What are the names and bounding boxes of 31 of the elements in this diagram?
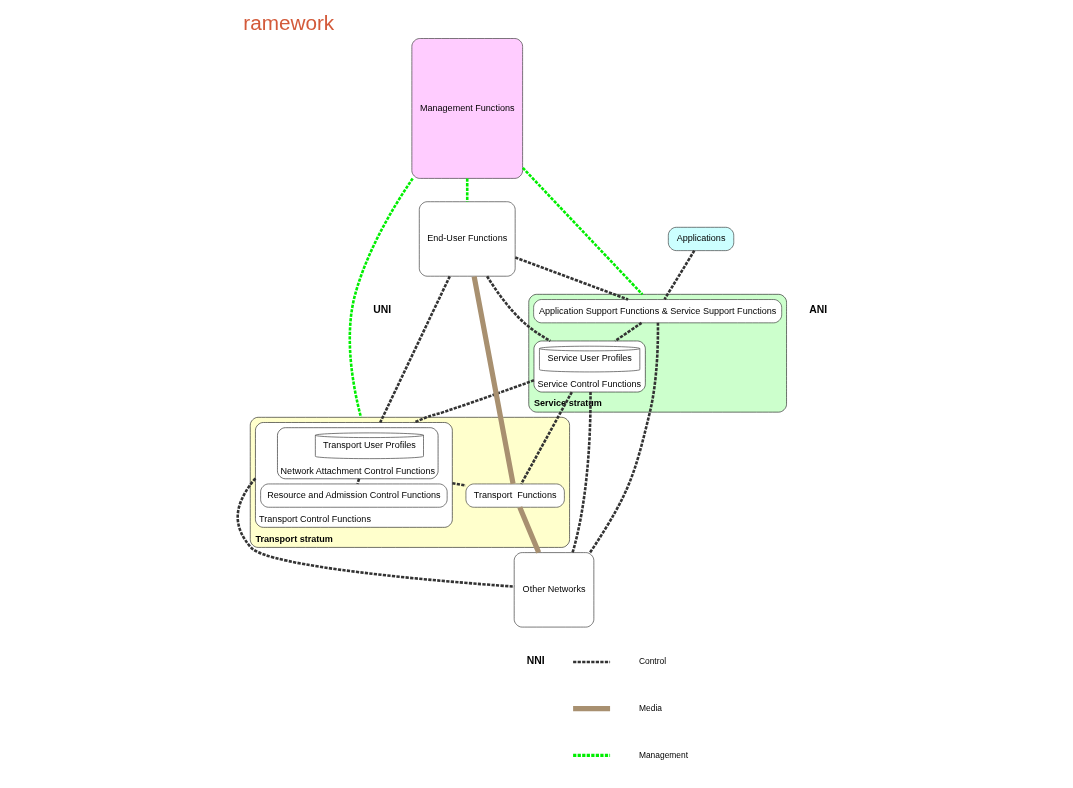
node-box: Application Support Functions & Service Support Functions: [532, 299, 782, 324]
connector: [378, 275, 451, 424]
node-box: Other Networks: [513, 552, 594, 628]
node-box: Management Functions: [411, 38, 523, 179]
node-box: Applications: [667, 226, 734, 251]
connector: [485, 275, 551, 343]
connector: [355, 478, 360, 485]
connector: [348, 177, 414, 418]
connector: [413, 379, 534, 424]
legend-label: Management: [638, 749, 688, 760]
legend-label: Control: [638, 656, 666, 667]
connector: [465, 178, 469, 202]
label: NNI: [526, 654, 545, 666]
label: ANI: [808, 303, 827, 315]
connector: [516, 506, 541, 554]
node-box: End-User Functions: [418, 201, 515, 277]
diagram-title: ramework: [242, 10, 334, 34]
label: UNI: [372, 303, 391, 315]
connector: [613, 321, 642, 343]
connector: [451, 481, 466, 487]
connector: [662, 250, 695, 300]
connector: [514, 256, 628, 301]
node-box: Resource and Admission Control Functions: [259, 483, 447, 508]
connector: [588, 322, 659, 554]
connector: [519, 391, 573, 485]
connector: [235, 477, 514, 588]
legend-label: Media: [638, 702, 662, 713]
connector: [471, 276, 516, 485]
connector: [521, 167, 643, 296]
connector: [570, 392, 592, 553]
node-box: Transport Functions: [465, 483, 565, 508]
